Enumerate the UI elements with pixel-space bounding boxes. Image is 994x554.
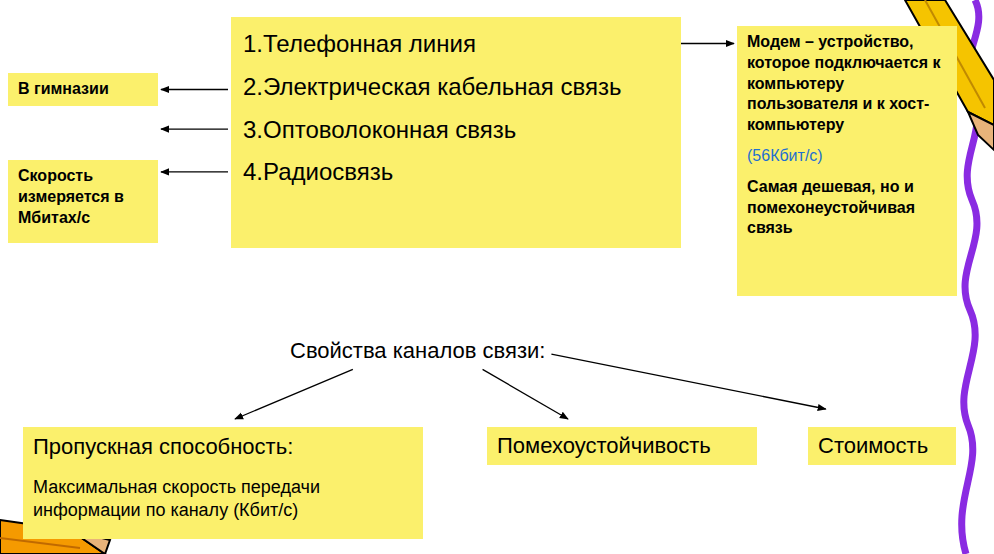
channel-list-box: 1.Телефонная линия 2.Электрическая кабель… xyxy=(231,17,681,248)
note-box: В гимназии xyxy=(8,73,158,106)
node-text: (56Кбит/с) xyxy=(747,146,947,167)
node-heading: Модем – устройство, которое подключается… xyxy=(747,32,947,136)
arrow-connector xyxy=(483,369,568,419)
property-box: Стоимость xyxy=(808,427,956,465)
node-text: Максимальная скорость передачи информаци… xyxy=(33,476,413,523)
node-text: 2.Электрическая кабельная связь xyxy=(243,70,669,105)
node-text: 4.Радиосвязь xyxy=(243,155,669,190)
node-heading: 1.Телефонная линия xyxy=(243,27,669,62)
modem-note-box: Модем – устройство, которое подключается… xyxy=(737,26,957,296)
arrow-connector xyxy=(161,89,228,90)
node-heading: Стоимость xyxy=(818,433,946,459)
arrow-connector xyxy=(161,128,228,129)
node-text: 3.Оптоволоконная связь xyxy=(243,113,669,148)
property-box: Пропускная способность: Максимальная скор… xyxy=(23,427,423,539)
node-heading: Скорость измеряется в Мбитах/с xyxy=(18,166,148,228)
heading-text: Свойства каналов связи: xyxy=(288,336,547,366)
node-heading: Помехоустойчивость xyxy=(497,433,747,459)
property-box: Помехоустойчивость xyxy=(487,427,757,465)
arrow-connector xyxy=(161,171,228,172)
node-heading: Пропускная способность: xyxy=(33,433,413,462)
arrow-connector xyxy=(551,354,825,409)
node-heading: В гимназии xyxy=(18,79,148,100)
note-box: Скорость измеряется в Мбитах/с xyxy=(8,160,158,243)
node-text: Самая дешевая, но и помехонеустойчивая с… xyxy=(747,177,947,239)
node-heading: Свойства каналов связи: xyxy=(290,338,545,364)
arrow-connector xyxy=(235,369,353,419)
